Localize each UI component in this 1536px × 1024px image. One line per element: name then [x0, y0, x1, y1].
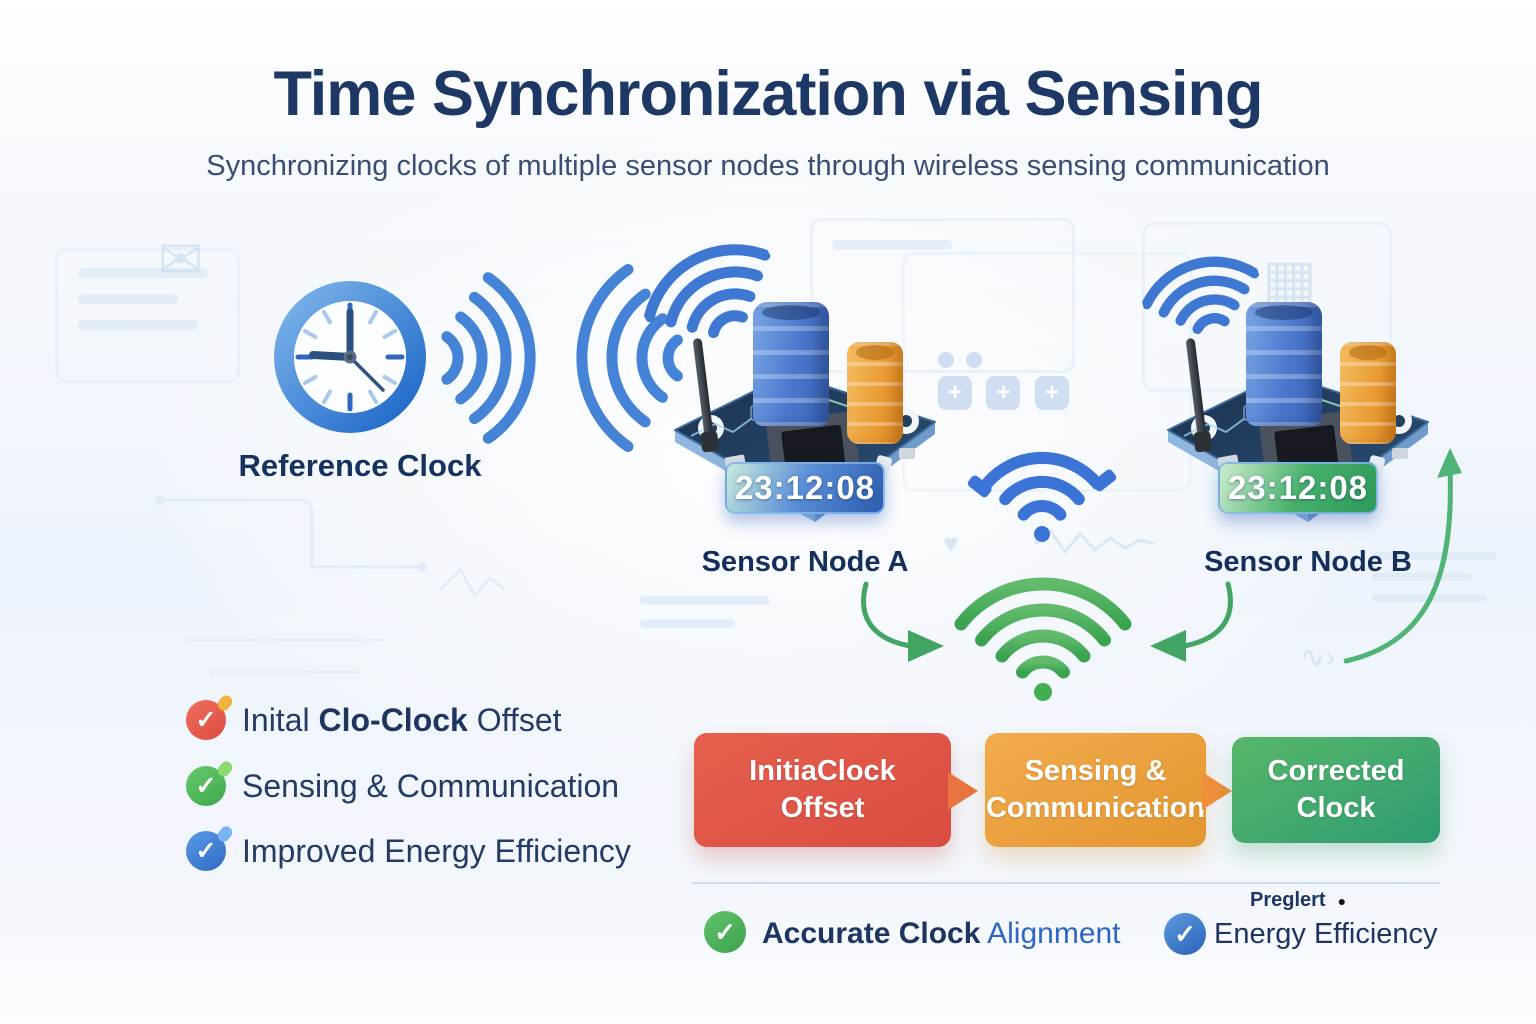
radio-waves-icon	[441, 264, 683, 452]
flow-step-sensing: Sensing & Communication	[985, 733, 1206, 847]
check-icon-red: ✓	[186, 700, 226, 740]
blue-connector	[1246, 302, 1322, 426]
check-glyph: ✓	[195, 706, 217, 734]
flow-arrow-icon	[1202, 772, 1232, 810]
bg-circuit-trace	[155, 495, 506, 674]
arrow-feedback-to-node-b	[1343, 448, 1462, 664]
check-icon-outcome-green: ✓	[704, 911, 746, 953]
sensor-node-a-label: Sensor Node A	[701, 546, 909, 578]
wifi-green-icon	[954, 577, 1132, 701]
flow-step-line2: Clock	[1296, 792, 1376, 824]
outcome-alignment: Accurate Clock Alignment	[762, 917, 1121, 951]
text-segment: Offset	[467, 701, 562, 738]
reference-clock-icon	[265, 272, 435, 442]
check-glyph: ✓	[195, 837, 217, 865]
flow-step-line1: Sensing &	[1024, 755, 1167, 787]
checklist-text: Inital Clo-Clock Offset	[242, 702, 562, 739]
flow-arrow-icon	[948, 772, 978, 810]
outcome-energy-label: Energy Efficiency	[1214, 918, 1438, 950]
flow-step-initial-offset: InitiaClock Offset	[694, 733, 951, 847]
flow-step-corrected: Corrected Clock	[1232, 737, 1440, 843]
outcome-alignment-bold: Accurate Clock	[762, 917, 981, 950]
page-subtitle: Synchronizing clocks of multiple sensor …	[206, 150, 1330, 182]
bg-bars	[640, 596, 770, 628]
check-glyph: ✓	[714, 916, 736, 947]
arrow-node-a-to-wifi	[861, 581, 944, 662]
envelope-icon: ✉	[158, 230, 204, 290]
orange-connector	[847, 342, 903, 444]
clock-display-b: 23:12:08	[1218, 462, 1378, 514]
wifi-fan-icon	[643, 244, 771, 339]
outcome-energy-tag: Preglert ●	[1250, 889, 1346, 912]
text-segment: Improved Energy Efficiency	[242, 832, 631, 869]
page-title: Time Synchronization via Sensing	[273, 59, 1263, 129]
arrow-node-b-to-wifi	[1150, 581, 1233, 662]
plus-icon: +	[1034, 376, 1069, 410]
sensor-node-b: 23:12:08	[1148, 252, 1448, 582]
sensor-node-b-label: Sensor Node B	[1204, 546, 1412, 578]
text-segment-bold: Clo-Clock	[318, 701, 468, 738]
flow-step-line2: Offset	[780, 792, 865, 824]
bg-plus-row: + + +	[938, 376, 1079, 410]
bg-card	[55, 248, 240, 383]
check-icon-outcome-blue: ✓	[1164, 913, 1206, 955]
reference-clock-label: Reference Clock	[238, 448, 482, 483]
checklist-item-energy: ✓ Improved Energy Efficiency	[186, 831, 631, 871]
energy-tag-text: Preglert	[1250, 889, 1326, 911]
checklist-item-sensing: ✓ Sensing & Communication	[186, 766, 619, 806]
checklist-text: Improved Energy Efficiency	[242, 833, 631, 870]
blue-connector	[753, 302, 829, 426]
text-segment: Inital	[242, 701, 319, 738]
flow-step-line2: Communication	[985, 792, 1206, 824]
outcome-alignment-rest: Alignment	[980, 917, 1121, 950]
sensor-node-a: 23:12:08	[655, 252, 955, 582]
wifi-blue-icon	[967, 451, 1117, 542]
orange-connector	[1340, 342, 1396, 444]
bg-squiggle: ∿›	[1300, 641, 1336, 674]
clock-display-a: 23:12:08	[725, 462, 885, 514]
check-glyph: ✓	[195, 772, 217, 800]
checklist-text: Sensing & Communication	[242, 768, 619, 805]
checklist-item-initial-offset: ✓ Inital Clo-Clock Offset	[186, 700, 562, 740]
text-segment: Sensing & Communication	[242, 767, 620, 804]
plus-icon: +	[986, 376, 1021, 410]
flow-step-line1: Corrected	[1267, 755, 1405, 787]
bg-bar	[832, 240, 952, 250]
check-icon-blue: ✓	[186, 831, 226, 871]
check-glyph: ✓	[1174, 918, 1196, 949]
bg-bars	[78, 268, 208, 330]
wifi-fan-icon	[1141, 256, 1260, 335]
flow-step-line1: InitiaClock	[749, 755, 896, 787]
check-icon-green: ✓	[186, 766, 226, 806]
divider	[692, 882, 1440, 884]
bullet-dot: ●	[1337, 893, 1347, 909]
